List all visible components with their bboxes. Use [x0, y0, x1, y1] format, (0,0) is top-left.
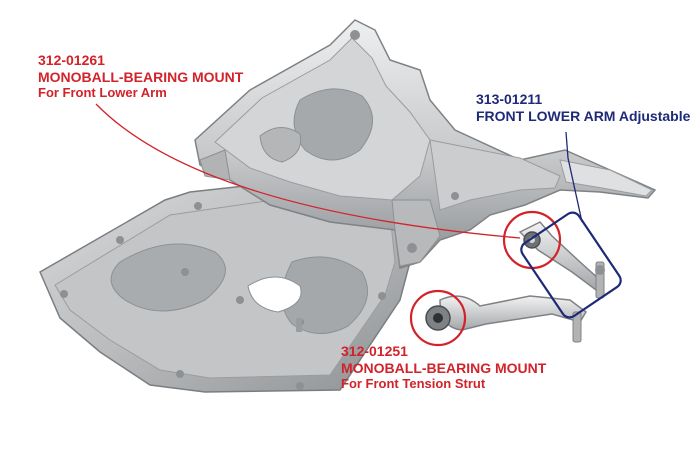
callout-tension-strut-mount: 312-01251 MONOBALL-BEARING MOUNT For Fro… — [341, 343, 546, 391]
part-number-312-01261: 312-01261 — [38, 52, 105, 68]
callout-title: FRONT LOWER ARM Adjustable — [476, 107, 691, 124]
front-lower-arm — [518, 221, 605, 299]
front-tension-strut — [425, 295, 587, 343]
leader-line-lower-arm-mount — [95, 103, 521, 239]
callout-title: MONOBALL-BEARING MOUNT — [341, 359, 547, 376]
part-number-312-01251: 312-01251 — [341, 343, 408, 359]
callout-lower-arm-mount: 312-01261 MONOBALL-BEARING MOUNT For Fro… — [38, 52, 243, 100]
callout-subtitle: For Front Tension Strut — [341, 376, 486, 392]
part-number-313-01211: 313-01211 — [476, 91, 543, 107]
tension-strut-mount-marker — [409, 289, 467, 347]
underbody-plate — [39, 179, 411, 393]
lower-arm-highlight-box — [520, 211, 622, 319]
callout-lower-arm: 313-01211 FRONT LOWER ARM Adjustable — [476, 91, 690, 124]
callout-subtitle: For Front Lower Arm — [38, 85, 167, 101]
leader-line-lower-arm — [565, 131, 583, 223]
callout-title: MONOBALL-BEARING MOUNT — [38, 68, 244, 85]
